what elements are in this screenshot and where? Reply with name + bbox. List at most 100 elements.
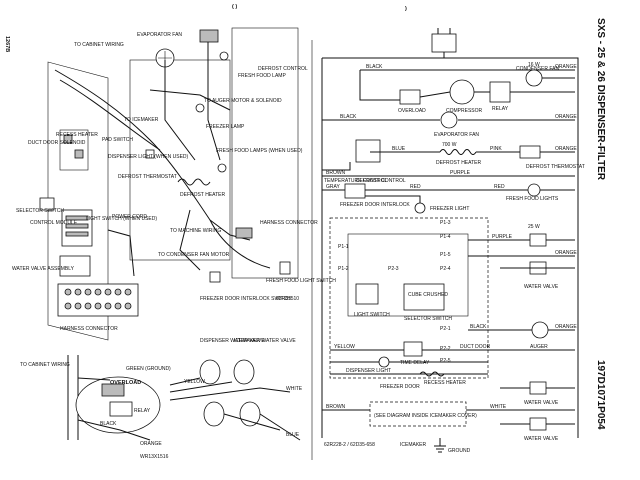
sch-icemaker-note: (SEE DIAGRAM INSIDE ICEMAKER COVER) [374,413,477,419]
sch-p2-3: P2-3 [388,266,399,272]
auger-symbol [531,321,549,339]
label-recess-heater: RECESS HEATER [56,132,98,138]
label-green-ground: GREEN (GROUND) [126,366,171,372]
sch-light-switch: LIGHT SWITCH [354,312,390,318]
freezer-compartment-outline [129,59,231,261]
sch-ground: GROUND [448,448,471,454]
label-duct-door-solenoid: DUCT DOOR SOLENOID [28,140,86,146]
label-to-icemaker: TO ICEMAKER [124,117,159,123]
sch-freezer-door: FREEZER DOOR [380,384,420,390]
right-title: SXS - 25 & 26 DISPENSER-FILTER [595,18,606,181]
plug-symbol [431,33,457,53]
sch-purple-1: PURPLE [450,170,471,176]
defrost-heater-coil [177,178,211,186]
pictorial-harness: TO CABINET WIRING EVAPORATOR FAN DEFROST… [12,27,336,341]
label-dispenser-light: DISPENSER LIGHT (WHEN USED) [108,154,189,160]
label-harness-connector-bottom: HARNESS CONNECTOR [60,326,118,332]
water-valve-pictorial: DISPENSER WATER VALVE ICEMAKER WATER VAL… [169,338,303,441]
defrost-control-symbol [355,139,381,163]
sch-black-3: BLACK [470,324,487,330]
freezer-light-symbol [414,202,426,214]
sch-auger: AUGER [530,344,548,350]
sch-evaporator-fan: EVAPORATOR FAN [434,132,479,138]
label-interlock-switch: FREEZER DOOR INTERLOCK SWITCH [200,296,291,302]
sch-gray: GRAY [326,184,340,190]
light-switch-symbol [355,283,379,305]
sch-defrost-heater: DEFROST HEATER [436,160,481,166]
label-to-auger-motor: TO AUGER MOTOR & SOLENOID [204,98,282,104]
label-icemaker-water-valve: ICEMAKER WATER VALVE [234,338,296,344]
label-defrost-heater: DEFROST HEATER [180,192,225,198]
sch-water-valve-3: WATER VALVE [524,436,559,442]
recess-heater-symbol [419,371,445,377]
ladder-schematic: BLACK ORANGE OVERLOAD COMPRESSOR RELAY C… [321,28,585,454]
sch-brown-1: BROWN [326,170,346,176]
sch-defrost-thermostat: DEFROST THERMOSTAT [526,164,585,170]
icemaker-box [369,401,467,427]
sch-black-2: BLACK [340,114,357,120]
label-part-mid: WR13X1516 [140,454,169,460]
sch-orange-2: ORANGE [555,114,577,120]
label-harness-connector: HARNESS CONNECTOR [260,220,318,226]
sch-selector-switch: SELECTOR SWITCH [404,316,452,322]
sch-dispenser-light: DISPENSER LIGHT [346,368,391,374]
sch-brown-2: BROWN [326,404,346,410]
label-evaporator-fan: EVAPORATOR FAN [137,32,182,38]
time-delay-symbol [403,341,423,357]
sch-purple-2: PURPLE [492,234,513,240]
label-yellow: YELLOW [184,379,205,385]
dispenser-light-symbol [378,356,390,368]
label-light-switch: LIGHT SWITCH (WHEN USED) [86,216,157,222]
sch-orange-5: ORANGE [555,324,577,330]
sch-red-2: RED [494,184,505,190]
door-panel [47,61,109,341]
sch-icemaker: ICEMAKER [400,442,427,448]
sch-overload: OVERLOAD [398,108,426,114]
selector-switch-block [39,197,55,211]
defrost-control-block [199,29,219,43]
label-overload: OVERLOAD [110,380,141,386]
sch-orange-1: ORANGE [555,64,577,70]
ground-symbol [434,438,446,453]
relay-block [109,401,133,417]
label-relay: RELAY [134,408,151,414]
sch-rating-valve-1: 25 W [528,224,540,230]
water-valve-symbol-4 [529,417,547,431]
label-freezer-lamp: FREEZER LAMP [206,124,245,130]
condenser-fan-symbol [525,69,543,87]
fresh-food-lamps-icon [217,163,227,173]
power-cord-line [107,229,135,277]
right-part-number: 197D1071P054 [595,360,606,430]
label-to-cabinet-wiring: TO CABINET WIRING [74,42,124,48]
interlock-switch-block [209,271,221,283]
label-blue: BLUE [286,432,300,438]
sch-p1-5: P1-5 [440,252,451,258]
top-mark-1: ( ) [232,4,237,10]
sch-p1-4: P1-4 [440,234,451,240]
water-valve-assembly-block [59,255,91,277]
sch-pink: PINK [490,146,502,152]
sch-time-delay: TIME DELAY [400,360,430,366]
dispenser-valve-coil [199,359,221,385]
sch-p1-1: P1-1 [338,244,349,250]
relay-symbol [489,81,511,103]
sch-orange-4: ORANGE [555,250,577,256]
icemaker-valve-coil [233,359,255,385]
label-defrost-thermostat: DEFROST THERMOSTAT [118,174,177,180]
sch-p1-3: P1-3 [440,220,451,226]
sch-water-valve-1: WATER VALVE [524,284,559,290]
sch-blue: BLUE [392,146,406,152]
label-to-machine-wiring: TO MACHINE WIRING [170,228,221,234]
sch-defrost-control: DEFROST CONTROL [356,178,406,184]
sch-duct-door: DUCT DOOR [460,344,491,350]
sch-freezer-door-interlock: FREEZER DOOR INTERLOCK [340,202,410,208]
harness-connector-mid [235,227,253,239]
label-dispenser-water-valve: DISPENSER WATER VALVE [200,338,265,344]
sch-white: WHITE [490,404,507,410]
sch-red-1: RED [410,184,421,190]
label-pad-switch: PAD SWITCH [102,137,133,143]
sch-condenser-fan: CONDENSER FAN [516,66,559,72]
defrost-thermostat-symbol [519,145,541,159]
overload-symbol [399,89,421,105]
label-control-module: CONTROL MODULE [30,220,78,226]
